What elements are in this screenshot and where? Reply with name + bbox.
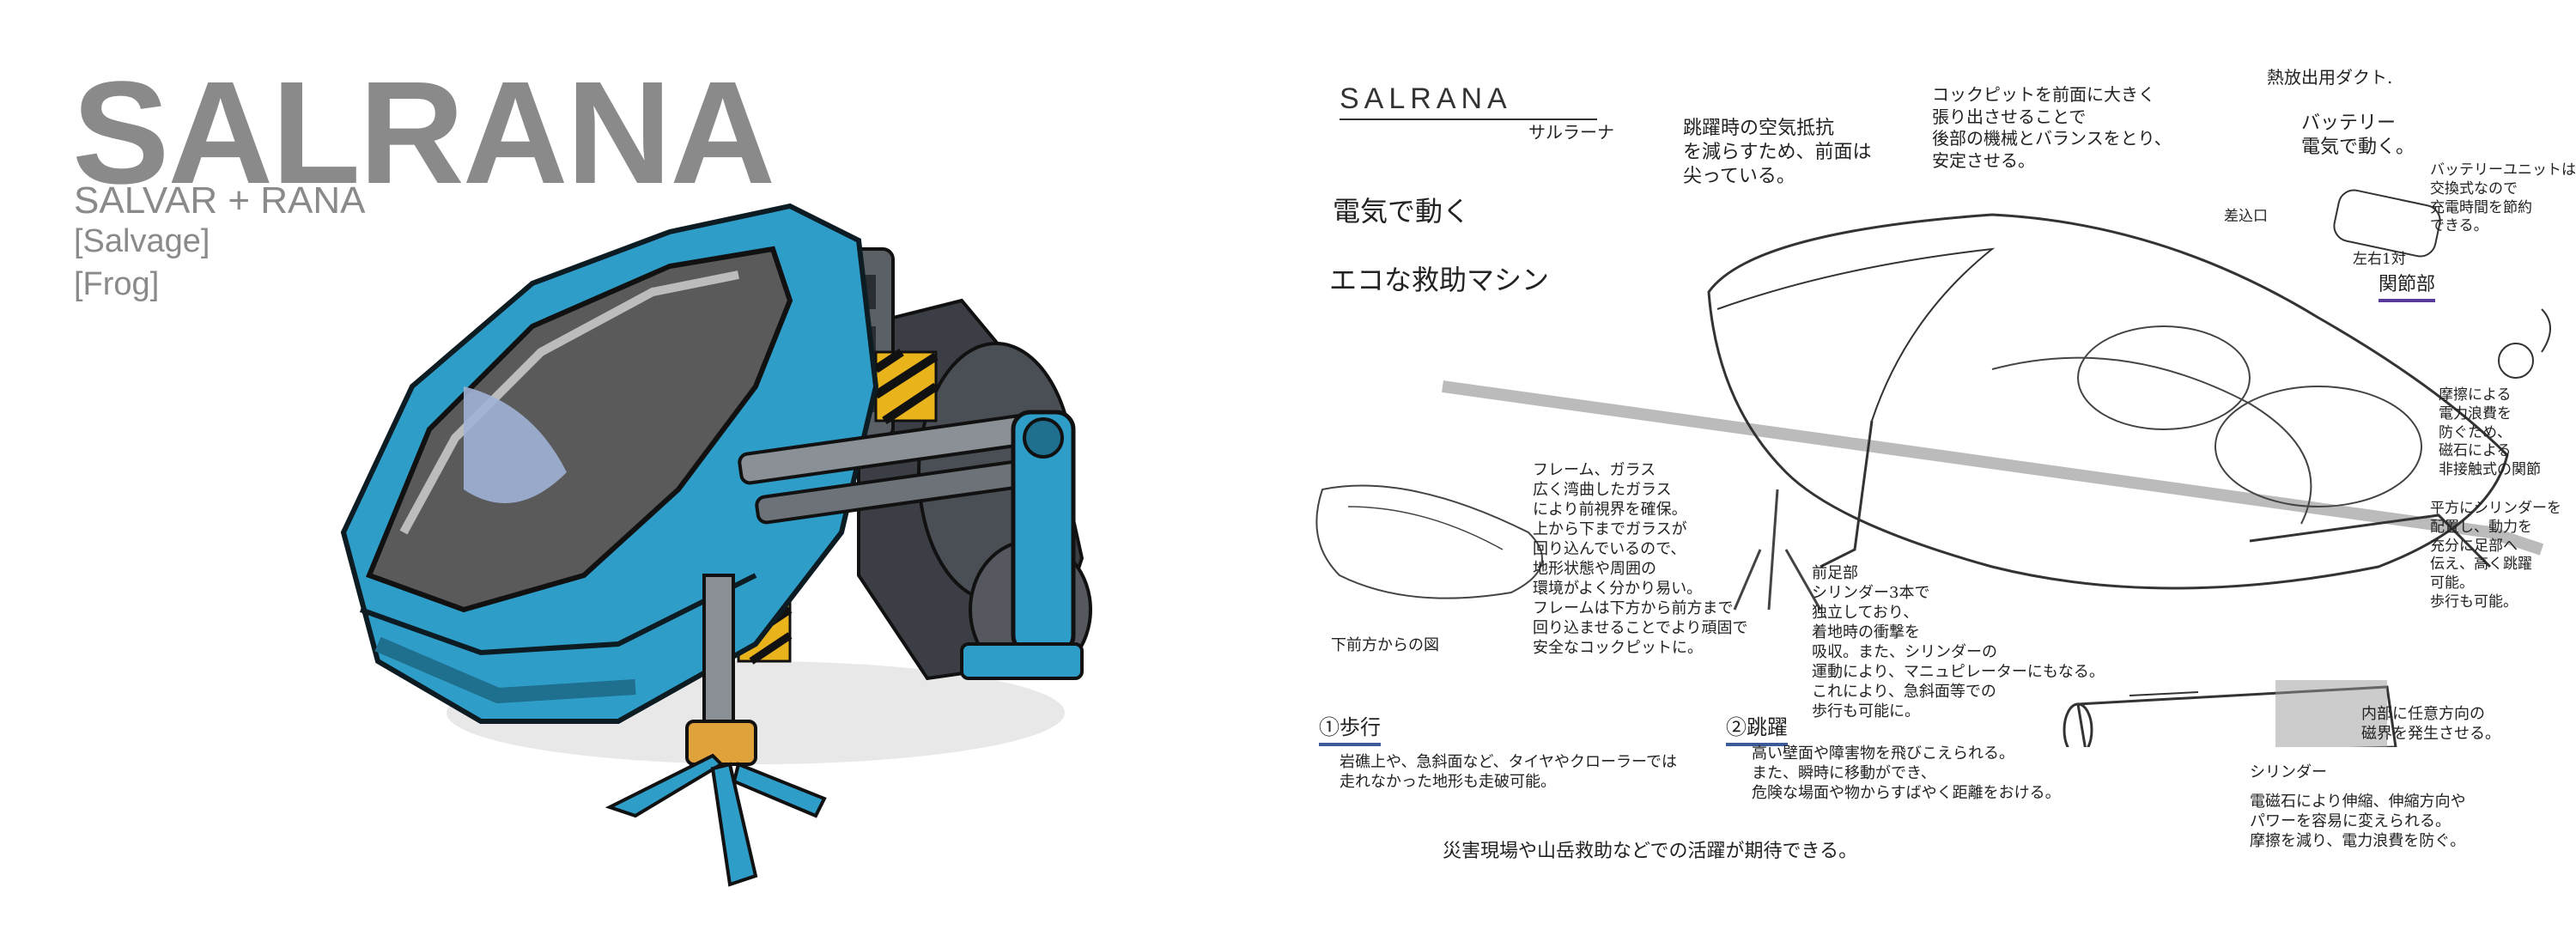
heading-walking: ①歩行 [1319, 714, 1381, 746]
art-subtitle: SALVAR + RANA [74, 179, 366, 222]
art-title: SALRANA [72, 52, 775, 215]
note-heat-duct: 熱放出用ダクト. [2267, 67, 2393, 88]
art-meaning-salvage: [Salvage] [74, 223, 210, 259]
note-battery-unit: バッテリーユニットは 交換式なので 充電時間を節約 できる。 [2430, 161, 2576, 235]
canopy [366, 246, 793, 613]
hind-leg [738, 410, 1084, 680]
art-meaning-frog: [Frog] [74, 266, 160, 302]
front-leg [605, 574, 827, 887]
note-cockpit-balance: コックピットを前面に大きく 張り出させることで 後部の機械とバランスをとり、 安… [1932, 84, 2172, 171]
sketch-hull [1707, 213, 2509, 590]
text-jumping: 高い壁面や障害物を飛びこえられる。 また、瞬時に移動ができ、 危険な場面や物から… [1752, 744, 2061, 803]
note-front-leg: 前足部 シリンダー3本で 独立しており、 着地時の衝撃を 吸収。また、シリンダー… [1812, 564, 2105, 721]
sketch-underside [1315, 484, 1543, 599]
note-front-shape: 跳躍時の空気抵抗 を減らすため、前面は 尖っている。 [1683, 118, 1872, 188]
sketch-drawing [1315, 189, 2551, 747]
label-outlet: 差込口 [2224, 208, 2268, 225]
label-cylinder: シリンダー [2250, 763, 2327, 781]
note-hind-leg: 平方にシリンダーを 配置し、動力を 充分に足部へ 伝え、高く跳躍 可能。 歩行も… [2430, 500, 2561, 611]
sheet-title-underline [1340, 118, 1597, 120]
label-joint: 関節部 [2379, 273, 2436, 303]
caption-below-view: 下前方からの図 [1331, 636, 1439, 654]
footer-expectation: 災害現場や山岳救助などでの活躍が期待できる。 [1443, 841, 1858, 862]
label-left-right-pair: 左右1対 [2353, 251, 2406, 268]
text-walking: 岩礁上や、急斜面など、タイヤやクローラーでは 走れなかった地形も走破可能。 [1340, 753, 1677, 792]
mech-illustration [340, 203, 1092, 887]
heading-jumping: ②跳躍 [1726, 714, 1788, 746]
note-cylinder-field: 内部に任意方向の 磁界を発生させる。 [2361, 705, 2500, 744]
headline-eco-rescue: エコな救助マシン [1329, 264, 1550, 296]
sheet-reading: サルラーナ [1528, 122, 1614, 143]
note-battery: バッテリー 電気で動く。 [2301, 112, 2415, 159]
sheet-title: SALRANA [1340, 82, 1512, 115]
note-cylinder: 電磁石により伸縮、伸縮方向や パワーを容易に変えられる。 摩擦を減り、電力浪費を… [2250, 793, 2466, 851]
note-joint: 摩擦による 電力浪費を 防ぐため、 磁石による 非接触式の関節 [2439, 386, 2541, 478]
note-frame-glass: フレーム、ガラス 広く湾曲したガラス により前視界を確保。 上から下までガラスが… [1533, 461, 1748, 658]
headline-electric: 電気で動く [1333, 195, 1471, 228]
